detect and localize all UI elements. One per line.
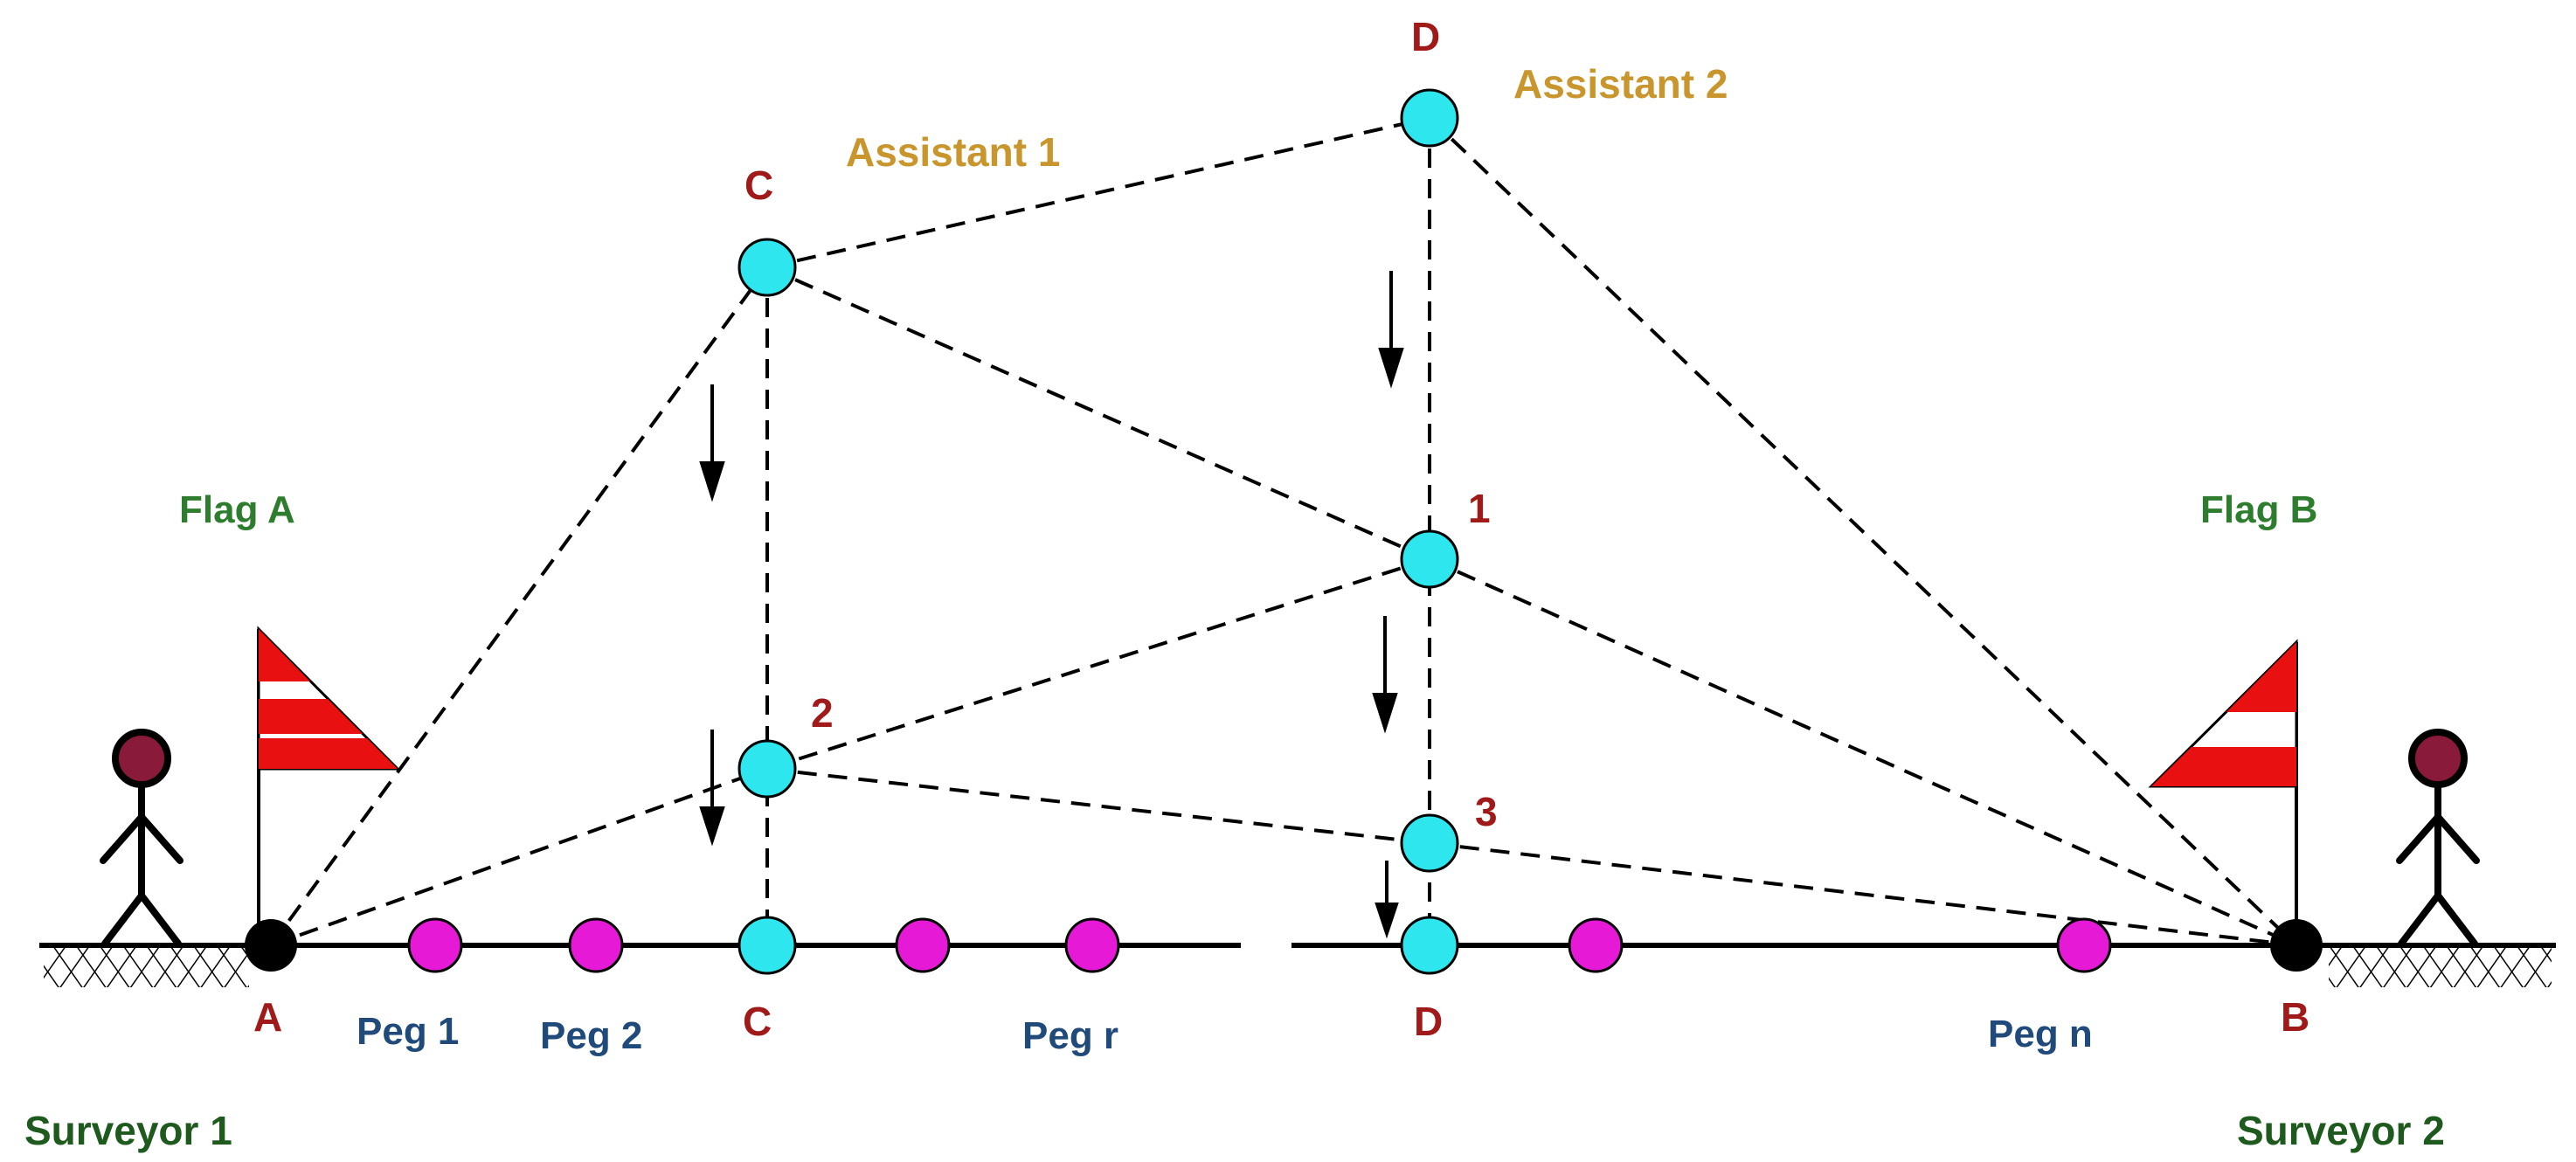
peg-2-label: Peg 2 xyxy=(540,1014,642,1057)
peg-marker-2 xyxy=(568,917,624,973)
down-arrow-icon xyxy=(1372,616,1398,734)
step-2-label: 2 xyxy=(811,690,834,736)
assistant-2-label: Assistant 2 xyxy=(1513,61,1728,107)
flag-b-label: Flag B xyxy=(2200,488,2317,531)
down-arrow-icon xyxy=(1375,861,1399,939)
surveyor-2-stick-person-icon xyxy=(2396,729,2480,947)
ground-right-hatch-icon xyxy=(2329,945,2552,987)
step-1-label: 1 xyxy=(1468,486,1491,531)
peg-r-label: Peg r xyxy=(1022,1014,1118,1057)
peg-markers xyxy=(407,917,2112,973)
point-d-top-marker xyxy=(1400,88,1459,148)
point-c-top-label: C xyxy=(744,163,773,208)
sight-line-a-c xyxy=(269,266,769,947)
sight-line-1-b xyxy=(1429,557,2297,947)
point-b-label: B xyxy=(2281,994,2309,1040)
sight-line-d-b xyxy=(1428,116,2298,947)
surveyor-1-stick-person-icon xyxy=(100,729,184,947)
point-c-base-marker xyxy=(737,916,797,975)
flag-a-icon xyxy=(257,626,401,945)
peg-marker-n xyxy=(2056,917,2112,973)
point-d-base-label: D xyxy=(1414,999,1443,1044)
point-c-base-label: C xyxy=(743,999,772,1044)
point-d-base-marker xyxy=(1400,916,1459,975)
point-b-marker xyxy=(2270,919,2323,972)
assistant-markers xyxy=(737,88,1459,975)
sight-line-1-2 xyxy=(766,557,1430,771)
point-c-top-marker xyxy=(737,238,797,297)
flag-b-icon xyxy=(2148,639,2298,945)
sight-lines xyxy=(269,116,2298,947)
sight-line-3-b xyxy=(1429,841,2297,947)
sight-line-c-d xyxy=(766,116,1430,269)
peg-1-label: Peg 1 xyxy=(357,1010,459,1053)
sight-line-2-3 xyxy=(766,767,1430,845)
flag-a-label: Flag A xyxy=(179,488,295,531)
surveyor-1-label: Surveyor 1 xyxy=(24,1108,232,1153)
peg-marker-1 xyxy=(407,917,463,973)
point-d-top-label: D xyxy=(1411,14,1440,59)
peg-n-label: Peg n xyxy=(1988,1013,2093,1055)
peg-marker-r xyxy=(1064,917,1120,973)
down-arrow-icon xyxy=(1378,271,1404,389)
assistant-1-label: Assistant 1 xyxy=(846,129,1060,175)
ground-left-hatch-icon xyxy=(44,945,249,987)
point-a-label: A xyxy=(253,994,282,1040)
point-a-marker xyxy=(245,919,297,972)
peg-marker-5 xyxy=(1568,917,1624,973)
step-3-label: 3 xyxy=(1475,789,1498,834)
sight-line-a-2 xyxy=(270,767,768,947)
down-arrow-icon xyxy=(699,730,725,847)
point-2-marker xyxy=(737,739,797,799)
point-3-marker xyxy=(1400,813,1459,873)
peg-marker-3 xyxy=(895,917,951,973)
down-arrow-icon xyxy=(699,384,725,502)
movement-arrows xyxy=(699,271,1404,939)
point-1-marker xyxy=(1400,529,1459,589)
surveyor-2-label: Surveyor 2 xyxy=(2237,1108,2445,1153)
